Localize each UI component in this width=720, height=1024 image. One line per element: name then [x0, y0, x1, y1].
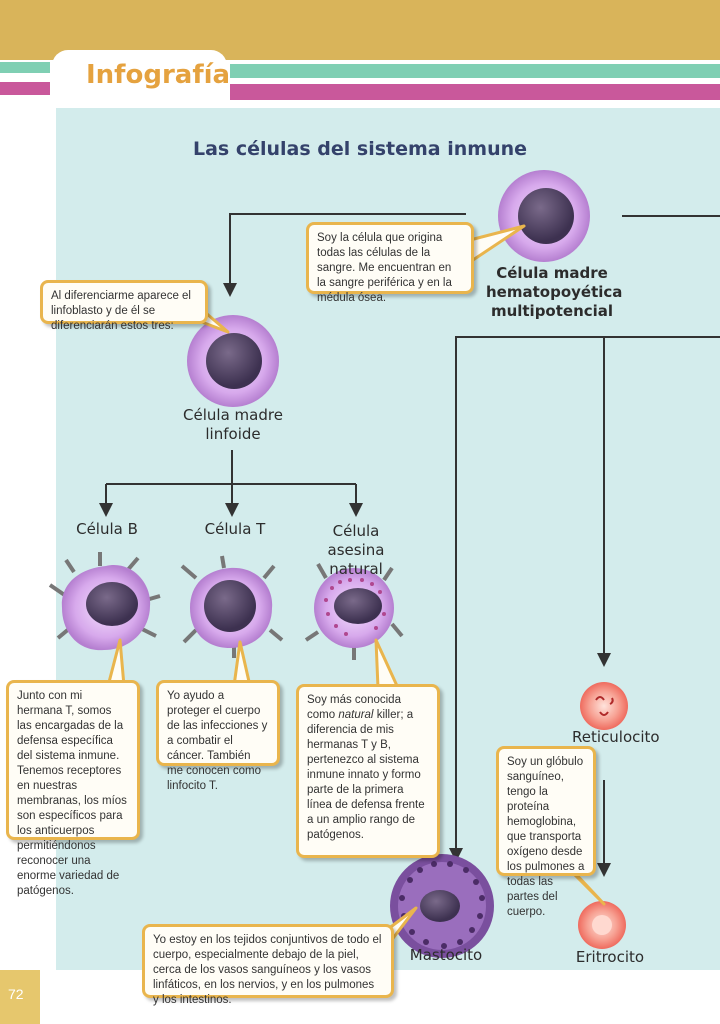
bubble-nk-text-2: killer; a diferencia de mis hermanas T y… — [307, 709, 425, 841]
bubble-b-cell: Junto con mi hermana T, somos las encarg… — [6, 680, 140, 897]
nk-cell-drawing — [304, 563, 404, 660]
mast-cell-drawing — [390, 854, 494, 958]
page-number-box — [0, 970, 40, 1024]
reticulocyte-drawing — [580, 682, 628, 730]
bubble-hematopoietic: Soy la célula que origina todas las célu… — [306, 222, 474, 304]
bubble-lymphoid: Al diferenciarme aparece el linfoblasto … — [40, 280, 208, 332]
header-tab — [52, 50, 227, 108]
label-t-cell: Célula T — [204, 520, 266, 538]
label-reticulocyte: Reticulocito — [572, 728, 660, 746]
section-title: Infografía — [86, 60, 231, 90]
label-mast-cell: Mastocito — [409, 946, 483, 964]
pink-stripe-right — [230, 84, 720, 100]
bubble-mast-cell: Yo estoy en los tejidos conjuntivos de t… — [142, 924, 394, 1006]
connector-lines — [99, 213, 720, 877]
bubble-nk-text-1: Soy más conocida como — [307, 694, 401, 721]
teal-stripe-right — [230, 64, 720, 78]
hematopoietic-cell-drawing — [498, 170, 590, 262]
label-lymphoid-cell: Célula madre linfoide — [183, 406, 283, 443]
pink-stripe-left — [0, 82, 50, 95]
page-number: 72 — [8, 986, 24, 1002]
b-cell-drawing — [48, 552, 161, 651]
bubble-reticulocyte: Soy un glóbulo sanguíneo, tengo la prote… — [496, 746, 596, 918]
bubble-t-cell: Yo ayudo a proteger el cuerpo de las inf… — [156, 680, 280, 792]
bubble-nk-text-italic: natural — [338, 709, 374, 721]
infographic-title: Las células del sistema inmune — [192, 138, 528, 160]
label-erythrocyte: Eritrocito — [575, 948, 645, 966]
t-cell-drawing — [180, 555, 284, 658]
bubble-nk-cell: Soy más conocida como natural killer; a … — [296, 684, 440, 858]
label-hematopoietic-cell: Célula madre hematopoyética multipotenci… — [486, 264, 623, 320]
left-margin — [0, 108, 56, 1024]
label-b-cell: Célula B — [76, 520, 138, 538]
lymphoid-cell-drawing — [187, 315, 279, 407]
erythrocyte-drawing — [578, 901, 626, 949]
teal-stripe-left — [0, 62, 50, 73]
label-nk-cell: Célula asesina natural — [327, 522, 385, 578]
